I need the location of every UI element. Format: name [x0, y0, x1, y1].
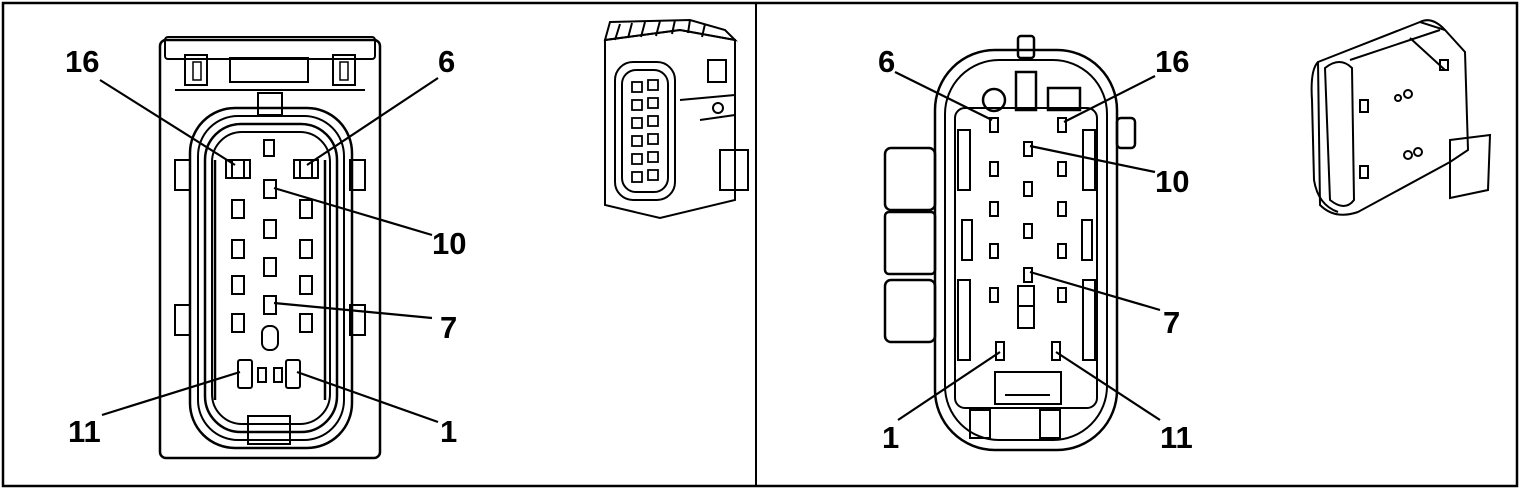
- label-6: 6: [878, 44, 895, 79]
- left-panel: [99, 18, 749, 460]
- right-leaders: [894, 71, 1161, 421]
- left-cavities: [225, 159, 319, 389]
- label-10: 10: [432, 226, 466, 261]
- label-1: 1: [882, 420, 899, 455]
- label-11: 11: [1160, 420, 1193, 455]
- leader-11: [101, 370, 241, 417]
- leader-10: [1029, 144, 1156, 174]
- label-10: 10: [1155, 164, 1189, 199]
- right-connector-iso: [1310, 19, 1492, 216]
- right-connector-face: [883, 34, 1137, 452]
- leader-16: [99, 79, 236, 166]
- label-11: 11: [68, 414, 101, 449]
- leader-6: [306, 77, 439, 166]
- label-7: 7: [440, 310, 457, 345]
- leader-7: [1029, 270, 1161, 312]
- label-16: 16: [65, 44, 99, 79]
- label-7: 7: [1163, 305, 1180, 340]
- left-connector-face: [158, 36, 382, 460]
- right-cavities: [989, 117, 1067, 361]
- right-panel: [883, 19, 1492, 452]
- leader-1: [897, 351, 1001, 421]
- leader-11: [1055, 351, 1161, 421]
- leader-7: [273, 301, 433, 320]
- left-leaders: [99, 77, 439, 424]
- right-labels: 6 16 10 7 1 11: [878, 44, 1193, 455]
- label-16: 16: [1155, 44, 1189, 79]
- left-connector-iso: [603, 18, 749, 220]
- leader-16: [1063, 75, 1156, 123]
- left-labels: 16 6 10 7 11 1: [65, 44, 466, 449]
- label-6: 6: [438, 44, 455, 79]
- label-1: 1: [440, 414, 457, 449]
- leader-10: [273, 186, 433, 237]
- leader-1: [296, 370, 439, 424]
- leader-6: [894, 71, 993, 121]
